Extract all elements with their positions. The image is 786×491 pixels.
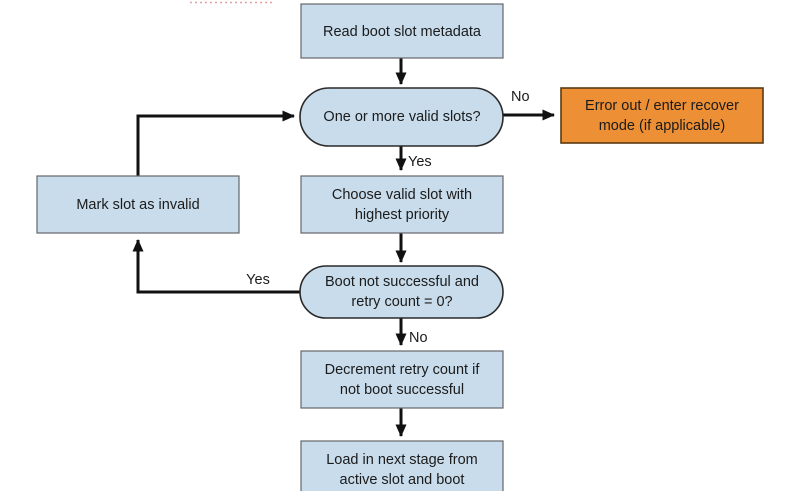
node-mark-slot-as-invalid[interactable]: Mark slot as invalid xyxy=(36,175,240,234)
node-mark-slot-as-invalid-shape xyxy=(36,175,240,234)
node-choose-valid-slot[interactable]: Choose valid slot with highest priority xyxy=(300,175,504,234)
node-error-out-enter-recover-mode-shape xyxy=(560,87,764,144)
node-read-boot-slot-metadata[interactable]: Read boot slot metadata xyxy=(300,3,504,59)
node-mark-slot-as-invalid-label-1: Mark slot as invalid xyxy=(76,197,199,213)
node-load-next-stage-label-1: Load in next stage from xyxy=(326,452,478,468)
node-one-or-more-valid-slots[interactable]: One or more valid slots? xyxy=(299,87,504,147)
node-choose-valid-slot-shape xyxy=(300,175,504,234)
node-decrement-retry-count-shape xyxy=(300,350,504,409)
edge-label-boot-retry-no: No xyxy=(409,330,428,346)
edge-label-valid-slots-yes: Yes xyxy=(408,154,432,170)
edge-boot-check-yes-to-mark-invalid xyxy=(132,238,300,294)
node-load-next-stage[interactable]: Load in next stage from active slot and … xyxy=(300,440,504,491)
node-decrement-retry-count-label-1: Decrement retry count if xyxy=(325,362,481,378)
node-read-boot-slot-metadata-shape xyxy=(300,3,504,59)
node-one-or-more-valid-slots-shape xyxy=(299,87,504,147)
node-load-next-stage-shape xyxy=(300,440,504,491)
node-one-or-more-valid-slots-label-1: One or more valid slots? xyxy=(323,109,480,125)
node-read-boot-slot-metadata-label-1: Read boot slot metadata xyxy=(323,24,482,40)
node-decrement-retry-count[interactable]: Decrement retry count if not boot succes… xyxy=(300,350,504,409)
node-boot-not-successful-label-2: retry count = 0? xyxy=(351,294,452,310)
node-choose-valid-slot-label-2: highest priority xyxy=(355,207,450,223)
node-error-out-enter-recover-mode-label-2: mode (if applicable) xyxy=(599,118,726,134)
node-load-next-stage-label-2: active slot and boot xyxy=(340,472,465,488)
edge-label-valid-slots-no: No xyxy=(511,89,530,105)
edge-mark-invalid-to-valid-slots xyxy=(136,110,296,176)
edge-label-boot-retry-yes: Yes xyxy=(246,272,270,288)
node-boot-not-successful-shape xyxy=(299,265,504,319)
node-boot-not-successful-label-1: Boot not successful and xyxy=(325,274,479,290)
node-boot-not-successful[interactable]: Boot not successful and retry count = 0? xyxy=(299,265,504,319)
node-decrement-retry-count-label-2: not boot successful xyxy=(340,382,464,398)
node-error-out-enter-recover-mode-label-1: Error out / enter recover xyxy=(585,98,739,114)
node-error-out-enter-recover-mode[interactable]: Error out / enter recover mode (if appli… xyxy=(560,87,764,144)
node-choose-valid-slot-label-1: Choose valid slot with xyxy=(332,187,472,203)
